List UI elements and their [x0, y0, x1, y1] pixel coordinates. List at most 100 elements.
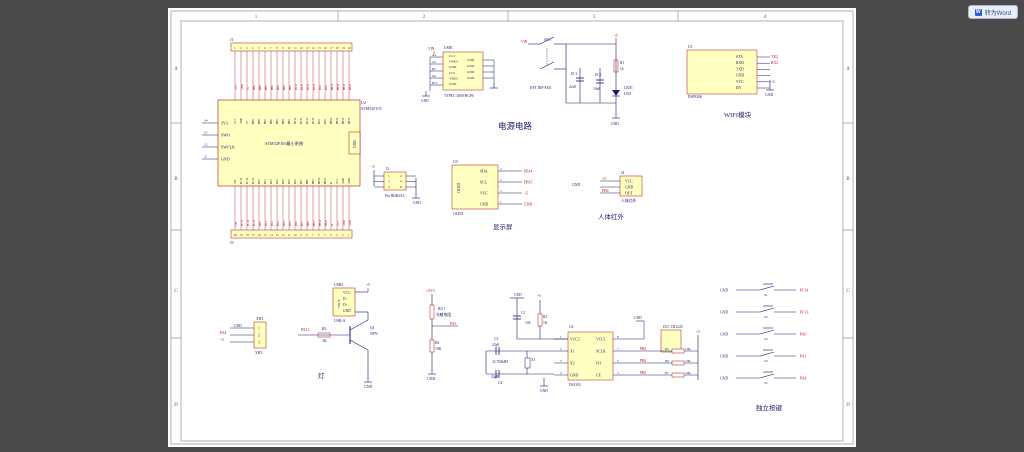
pir-body-label: 人体红外	[621, 198, 636, 203]
j3-pin-name: PA2	[271, 221, 274, 226]
pir-net-label: GND	[572, 183, 580, 187]
r1-resistor	[613, 59, 619, 73]
mcu-bottom-pin-label: VB	[234, 180, 237, 184]
key-net-label: PA1	[800, 354, 807, 358]
mcu-bottom-pin-label: PA3	[276, 179, 279, 184]
ec2-value: 10uF	[593, 87, 600, 91]
key-switch	[759, 373, 775, 379]
j3-pin-name: PA4	[283, 221, 286, 226]
mcu-bottom-pin-label: PC13	[240, 177, 243, 184]
j3-pin-number: 2	[342, 234, 344, 237]
mcu-top-pin-label: PB6	[270, 119, 273, 124]
row-label: A	[174, 67, 178, 72]
mcu-top-pin-label: PA9	[318, 119, 321, 124]
x1-crystal	[524, 357, 531, 369]
j2-ref: J2	[386, 167, 389, 171]
rtc-gnd-batt: GND	[634, 316, 642, 320]
wifi-pin-name: VCC	[736, 80, 744, 84]
x1-value: 32.768kHZ	[492, 360, 508, 364]
led-gnd: GND	[611, 122, 619, 126]
key-ref: S3	[764, 337, 768, 341]
j1-pin-number: 20	[348, 47, 351, 50]
j3-pin-number: 12	[282, 234, 285, 237]
usb-port-label: USB	[352, 140, 357, 148]
j3-pin-number: 6	[318, 234, 320, 237]
j3-pin-name: PB1	[313, 221, 316, 226]
sheet-frame	[170, 10, 854, 445]
j1-pin-number: 8	[276, 47, 278, 50]
rtc-pullup-resistor	[671, 348, 685, 354]
mcu-top-pin-label: PB8	[258, 119, 261, 124]
oled-pin-name: GND	[480, 203, 488, 207]
lamp-plus5: +5	[366, 283, 370, 287]
key-gnd-label: GND	[720, 376, 728, 380]
oled-net-label: GND	[524, 202, 532, 206]
rtc-pullup-resistor	[671, 372, 685, 378]
mcu-bottom-pin-label: PA5	[288, 179, 291, 184]
c2-ref: C2	[521, 311, 525, 315]
j1-pin-name: PB9	[253, 85, 256, 90]
r4-resistor	[429, 339, 435, 353]
mcu-left-pin-name: GND	[221, 157, 230, 162]
j1-pin-name: PB8	[259, 85, 262, 90]
pir-net-label: PB6	[602, 189, 609, 193]
rtc-pullup-ref: R5	[665, 347, 669, 351]
xh1-body	[253, 321, 267, 349]
rtc-pullup-value: 10K	[685, 347, 691, 351]
key-switch	[759, 285, 775, 291]
j1-pin-name: PB7	[265, 85, 268, 90]
rtc-pin-name: X1	[570, 349, 575, 353]
q1-ref: Q1	[370, 326, 375, 330]
mcu-left-pin-number: 23	[204, 131, 208, 135]
dc1-battery	[660, 329, 682, 353]
j3-pin-number: 4	[330, 234, 332, 237]
row-label: C	[174, 289, 178, 294]
mcu-top-pin-label: PB9	[252, 119, 255, 124]
mcu-top-pin-label: PB4	[282, 119, 285, 124]
j1-pin-number: 14	[312, 47, 315, 50]
j1-pin-name: PA8	[325, 85, 328, 90]
c3-value: 22pF	[492, 343, 499, 347]
switch-vin: VIN	[521, 40, 528, 44]
row-label: A	[846, 67, 850, 72]
usb1-ref: USB1	[444, 46, 453, 50]
xh1-pin-number: 2	[258, 333, 260, 337]
mcu-bottom-pin-label: PB11	[324, 177, 327, 184]
convert-to-word-button[interactable]: W 转为Word	[967, 5, 1018, 19]
key-gnd-label: GND	[720, 310, 728, 314]
usb1-pin-name: VBUS	[449, 76, 458, 80]
c4-value: 22pF	[491, 375, 498, 379]
rtc-pin-name: VCC2	[570, 337, 580, 341]
j1-pin-name: PB4	[283, 85, 286, 90]
j1-pin-name: PA12	[301, 83, 304, 90]
j1-pin-name: PA11	[307, 83, 310, 90]
xh1-pin-number: 1	[258, 326, 260, 330]
stm32-ref: U2	[361, 100, 366, 105]
led1-ref: LED1	[624, 86, 633, 90]
wifi-pin-name: RXD	[736, 61, 744, 65]
oled-ref: U3	[453, 160, 458, 164]
j3-pin-name: PA6	[295, 221, 298, 226]
rtc-pin-name: VCC1	[596, 337, 606, 341]
x1-ref: X1	[531, 358, 536, 362]
rtc-pin-number: 5	[617, 371, 619, 375]
mcu-bottom-pin-label: PC15	[252, 177, 255, 184]
xh1-net-label: GND	[234, 324, 242, 328]
mcu-bottom-pin-label: PA7	[300, 179, 303, 184]
stm32-body	[217, 99, 361, 187]
rtc-gnd-top: GND	[514, 293, 522, 297]
key-ref: S4	[764, 359, 768, 363]
j3-pin-name: GND	[343, 220, 346, 226]
oled-pin-number: 2	[500, 189, 502, 193]
mcu-bottom-pin-label: PC14	[246, 177, 249, 184]
pir-title: 人体红外	[598, 212, 625, 221]
